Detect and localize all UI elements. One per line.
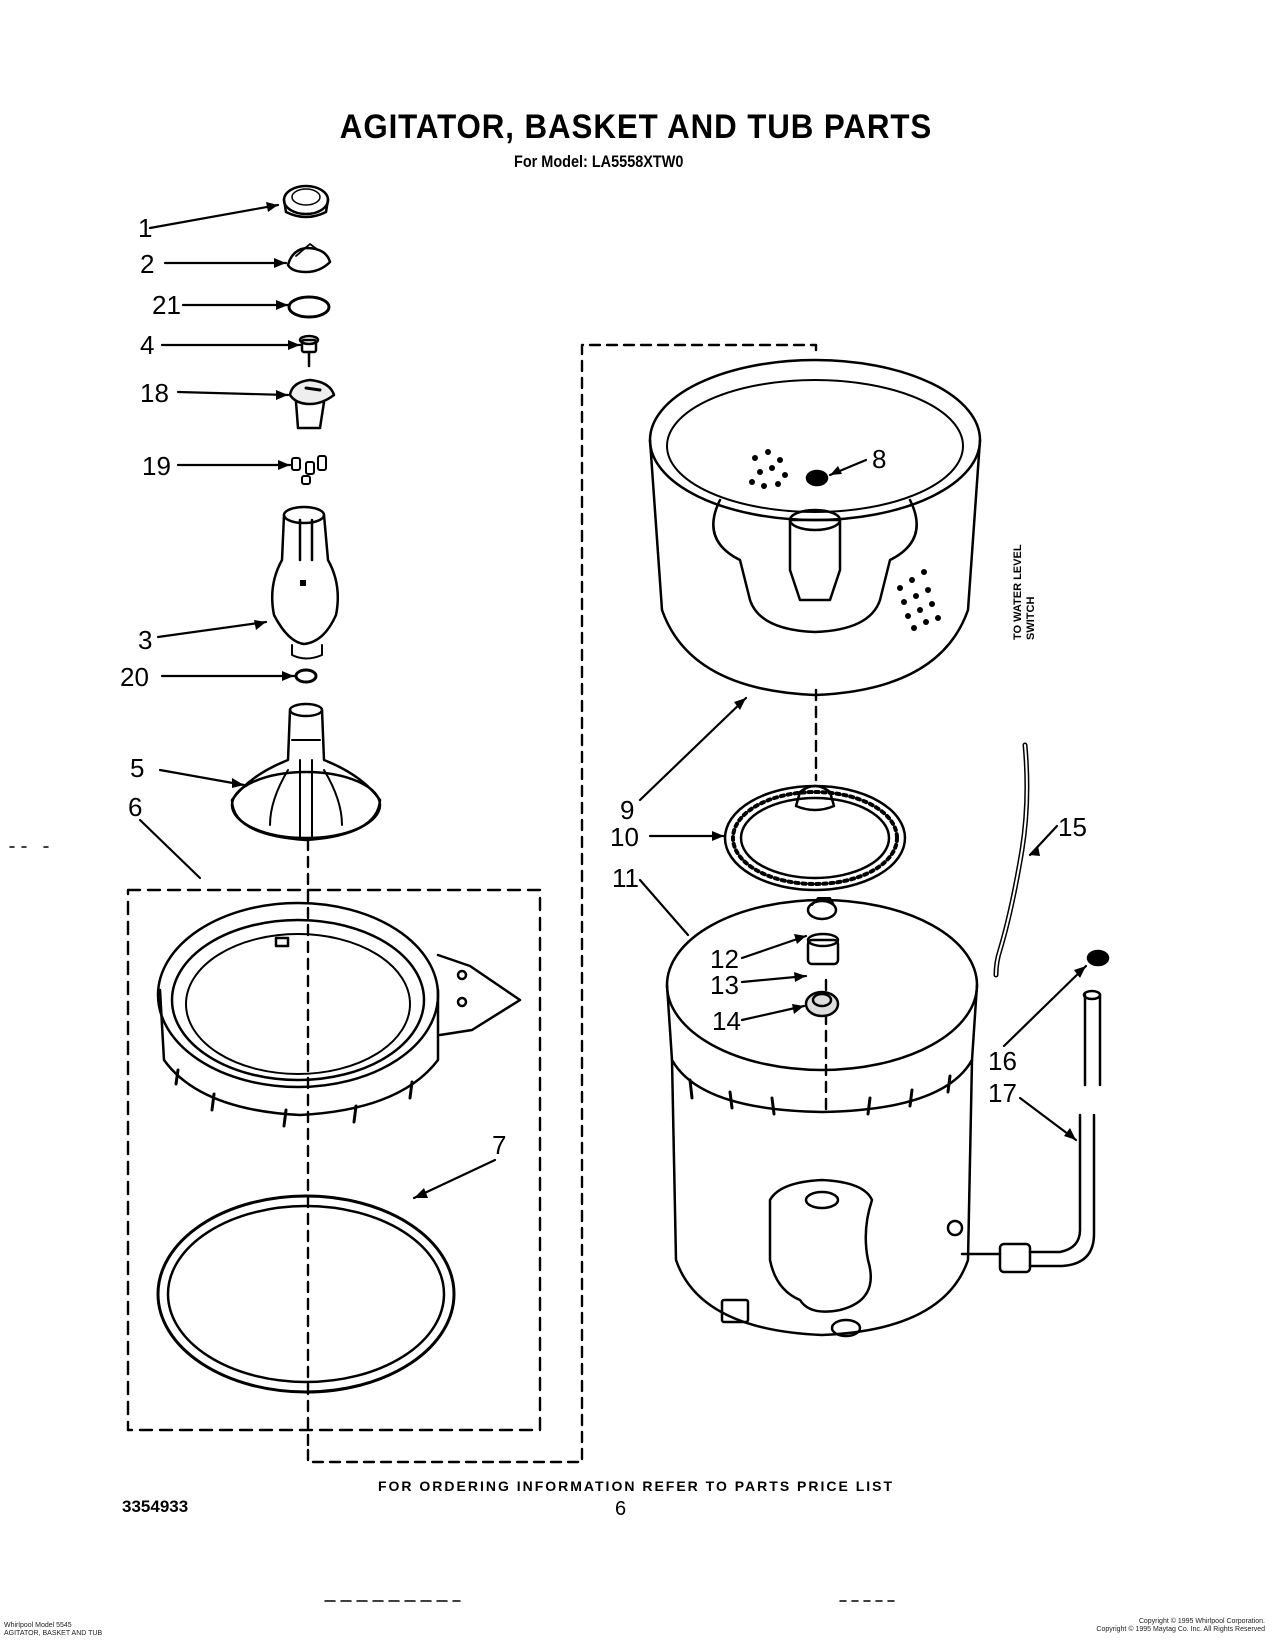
callout-14: 14 [712,1006,741,1036]
page-number: 6 [615,1498,627,1520]
callout-4: 4 [140,330,155,360]
part-3-barrel [271,505,339,660]
callout-1: 1 [138,213,153,243]
callout-15: 15 [1058,812,1087,842]
callout-2: 2 [140,249,155,279]
callout-18: 18 [140,378,169,408]
callout-20: 20 [120,662,149,692]
callout-16: 16 [988,1046,1017,1076]
callout-9: 9 [620,795,635,825]
part-11-tub [665,898,979,1338]
leader-lines [138,203,1088,1200]
part-9-basket [648,358,982,697]
callout-12: 12 [710,944,739,974]
scan-artifacts [9,846,901,1602]
document-part-number: 3354933 [122,1497,189,1516]
callout-6: 6 [128,792,143,822]
callout-13: 13 [710,970,739,1000]
part-1-cap [282,184,330,219]
water-level-switch-note: TO WATER LEVEL SWITCH [1012,544,1037,640]
part-6-tub-ring [156,901,522,1128]
part-13-hub-nut [806,932,840,966]
callout-8: 8 [872,444,887,474]
model-subtitle: For Model: LA5558XTW0 [514,152,684,171]
part-10-hub [723,784,907,892]
part-21-oring [287,295,331,319]
fine-print-right: Copyright © 1995 Whirlpool Corporation. … [1096,1618,1265,1633]
diagram-title: AGITATOR, BASKET AND TUB PARTS [339,108,933,146]
part-20-washer [294,668,318,684]
callout-7: 7 [492,1130,507,1160]
part-17-drain-hose [960,989,1102,1274]
callout-10: 10 [610,822,639,852]
callout-11: 11 [612,863,639,893]
basket-perforations [749,449,941,631]
part-14-nut [804,990,840,1018]
leader-arrowheads [232,202,1086,1198]
part-5-agitator-base [230,702,382,842]
ordering-info-note: FOR ORDERING INFORMATION REFER TO PARTS … [377,1478,895,1494]
callout-21: 21 [152,290,181,320]
callout-5: 5 [130,753,145,783]
part-4-bolt [298,334,320,368]
callout-17: 17 [988,1078,1017,1108]
part-19-dogs [291,455,327,485]
ring-seal-group-box [126,888,542,1432]
part-15-pressure-hose [993,742,1030,978]
part-16-hose-cap [1086,949,1110,967]
callout-3: 3 [138,625,153,655]
callout-19: 19 [142,451,171,481]
part-18-drive-bell [288,378,336,430]
part-2-insert [286,243,332,274]
part-7-seal [156,1194,456,1394]
fine-print-left: Whirlpool Model 5545 AGITATOR, BASKET AN… [4,1622,103,1637]
